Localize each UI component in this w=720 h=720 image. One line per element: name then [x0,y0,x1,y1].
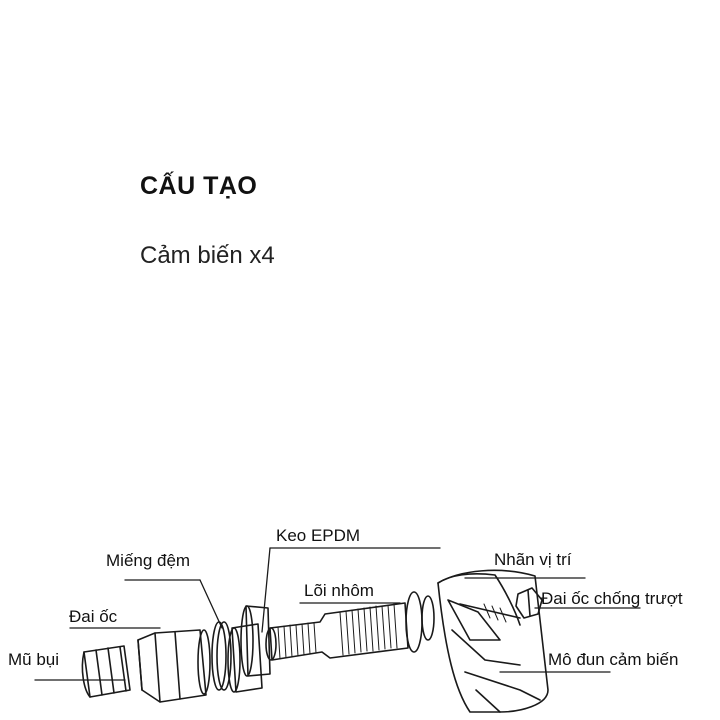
label-dust-cap: Mũ bụi [8,650,60,669]
label-nut: Đai ốc [69,607,118,626]
label-epdm-seal: Keo EPDM [276,526,361,545]
epdm-seal-part [227,605,271,693]
label-aluminium-stem: Lõi nhôm [304,581,374,600]
section-title: CẤU TẠO [140,172,258,200]
aluminium-stem-part [265,591,435,661]
washer-part [211,621,232,691]
leader-lines [34,547,641,681]
label-position-tag: Nhãn vị trí [494,550,572,569]
dust-cap-part [81,645,131,698]
label-sensor-module: Mô đun cảm biến [548,650,679,669]
anti-slip-nut-shape [515,587,543,619]
nut-part [137,629,211,703]
section-subtitle: Cảm biến x4 [140,242,275,269]
label-anti-slip-nut: Đai ốc chống trượt [541,589,683,608]
sensor-module-part [437,569,549,713]
label-washer: Miếng đệm [106,551,191,570]
